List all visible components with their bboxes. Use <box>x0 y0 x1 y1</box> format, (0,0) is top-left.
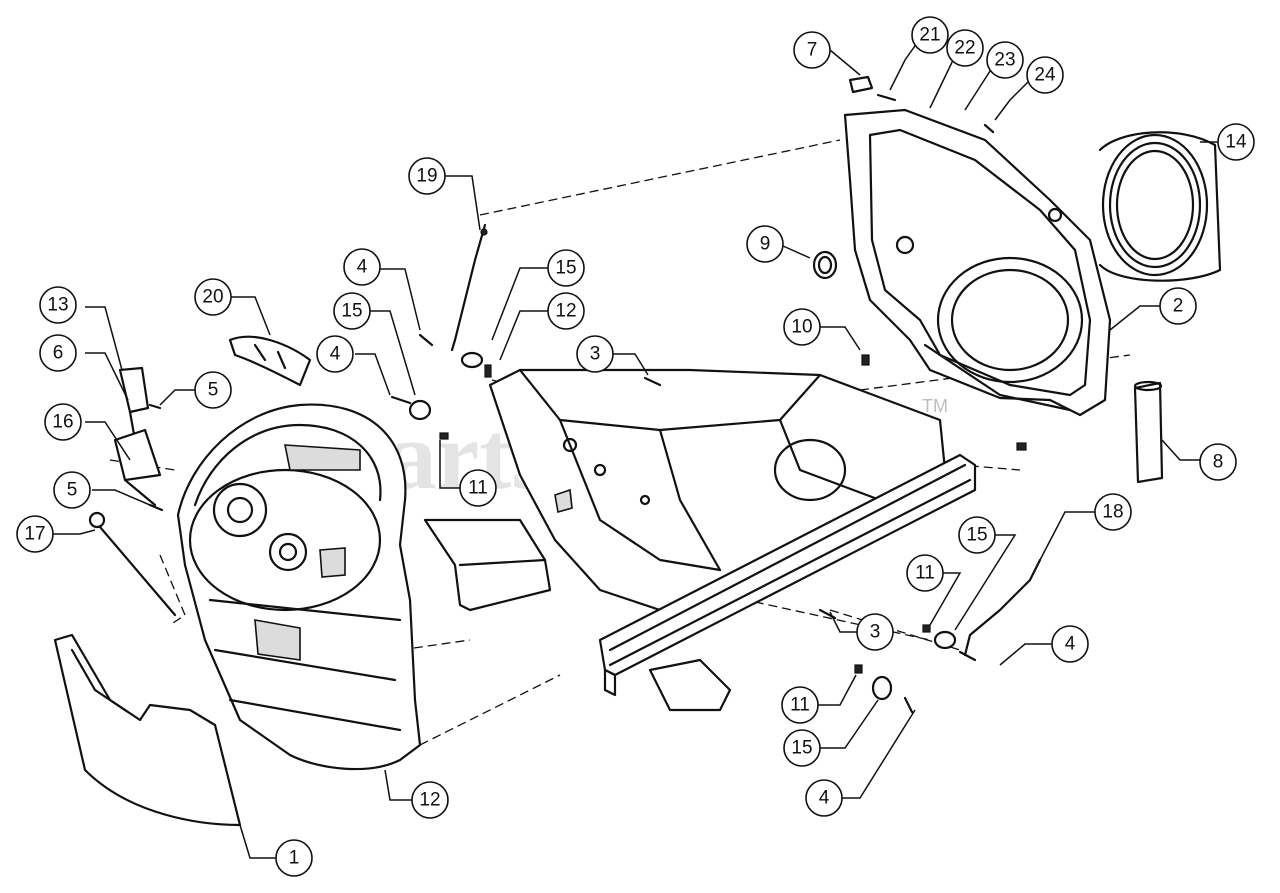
part-rear-panel <box>843 108 1112 417</box>
callout-15-right: 15 <box>958 516 996 554</box>
callout-15-right-label: 15 <box>966 525 987 546</box>
callout-5-top-label: 5 <box>208 380 219 401</box>
part-bracket <box>113 428 162 507</box>
callout-11-right: 11 <box>906 554 944 592</box>
callout-9: 9 <box>746 225 784 263</box>
callout-12-top: 12 <box>547 292 585 330</box>
callout-15-left: 15 <box>333 292 371 330</box>
callout-6: 6 <box>39 334 77 372</box>
part-trim-piece <box>228 335 312 387</box>
callout-4-left-label: 4 <box>330 344 341 365</box>
callout-17-label: 17 <box>24 524 45 545</box>
callout-21-label: 21 <box>919 25 940 46</box>
callout-21: 21 <box>911 16 949 54</box>
part-rod <box>88 511 177 617</box>
callout-3-top: 3 <box>576 335 614 373</box>
callout-12-top-label: 12 <box>555 301 576 322</box>
callout-13-label: 13 <box>47 295 68 316</box>
callout-6-label: 6 <box>53 343 64 364</box>
callout-18: 18 <box>1094 493 1132 531</box>
callouts: 7 21 22 23 24 14 19 9 2 10 4 15 12 3 20 … <box>16 16 1255 877</box>
callout-11-bottom-label: 11 <box>790 695 810 716</box>
callout-5-bottom-label: 5 <box>67 480 78 501</box>
callout-4-bottom-label: 4 <box>819 788 830 809</box>
part-knob <box>848 75 874 94</box>
callout-8-label: 8 <box>1213 452 1224 473</box>
callout-2-label: 2 <box>1173 296 1184 317</box>
callout-20-label: 20 <box>202 287 223 308</box>
callout-10-label: 10 <box>791 317 812 338</box>
part-coil <box>1098 131 1222 282</box>
callout-22-label: 22 <box>954 38 975 59</box>
callout-15-bottom: 15 <box>783 729 821 767</box>
part-ring <box>812 250 838 280</box>
callout-4-left: 4 <box>316 335 354 373</box>
callout-2: 2 <box>1159 287 1197 325</box>
callout-11-top: 11 <box>459 469 497 507</box>
part-main-frame <box>488 368 947 612</box>
callout-8: 8 <box>1199 443 1237 481</box>
callout-15-bottom-label: 15 <box>791 738 812 759</box>
callout-12-bottom: 12 <box>411 781 449 819</box>
callout-leaders <box>53 42 1218 859</box>
callout-15-top: 15 <box>547 249 585 287</box>
callout-16-label: 16 <box>52 412 73 433</box>
callout-14: 14 <box>1217 123 1255 161</box>
callout-4-right: 4 <box>1051 625 1089 663</box>
callout-11-bottom: 11 <box>781 686 819 724</box>
callout-19: 19 <box>408 157 446 195</box>
watermark-tm: TM <box>922 396 948 416</box>
callout-11-right-label: 11 <box>915 563 935 584</box>
callout-1-label: 1 <box>289 848 300 869</box>
callout-18-label: 18 <box>1102 502 1123 523</box>
callout-4-bottom: 4 <box>805 779 843 817</box>
callout-1: 1 <box>275 839 313 877</box>
part-lever-handle <box>118 366 150 442</box>
callout-19-label: 19 <box>416 166 437 187</box>
part-front-bracket <box>423 518 552 612</box>
callout-15-left-label: 15 <box>341 301 362 322</box>
callout-24: 24 <box>1026 56 1064 94</box>
callout-20: 20 <box>194 278 232 316</box>
hardware <box>148 93 1027 714</box>
callout-7: 7 <box>793 31 831 69</box>
callout-24-label: 24 <box>1034 65 1056 86</box>
callout-14-label: 14 <box>1225 132 1247 153</box>
callout-5-bottom: 5 <box>53 471 91 509</box>
callout-17: 17 <box>16 515 54 553</box>
callout-15-top-label: 15 <box>555 258 576 279</box>
callout-13: 13 <box>39 286 77 324</box>
callout-23-label: 23 <box>994 50 1015 71</box>
part-rod-19 <box>450 223 488 352</box>
callout-4-top: 4 <box>343 248 381 286</box>
part-rod-18 <box>963 558 1042 657</box>
part-front-cover <box>53 633 242 827</box>
callout-23: 23 <box>986 41 1024 79</box>
callout-3-bottom-label: 3 <box>870 622 881 643</box>
callout-4-top-label: 4 <box>357 257 368 278</box>
part-tube <box>1133 380 1164 484</box>
callout-7-label: 7 <box>807 40 818 61</box>
callout-22: 22 <box>946 29 984 67</box>
part-dash-housing <box>176 403 422 771</box>
callout-3-top-label: 3 <box>590 344 601 365</box>
callout-10: 10 <box>783 308 821 346</box>
callout-4-right-label: 4 <box>1065 634 1076 655</box>
callout-5-top: 5 <box>194 371 232 409</box>
part-rear-foot <box>648 658 732 712</box>
callout-3-bottom: 3 <box>856 613 894 651</box>
part-long-rail <box>598 453 977 697</box>
callout-11-top-label: 11 <box>468 478 488 499</box>
callout-12-bottom-label: 12 <box>419 790 440 811</box>
callout-9-label: 9 <box>760 234 771 255</box>
callout-16: 16 <box>44 403 82 441</box>
